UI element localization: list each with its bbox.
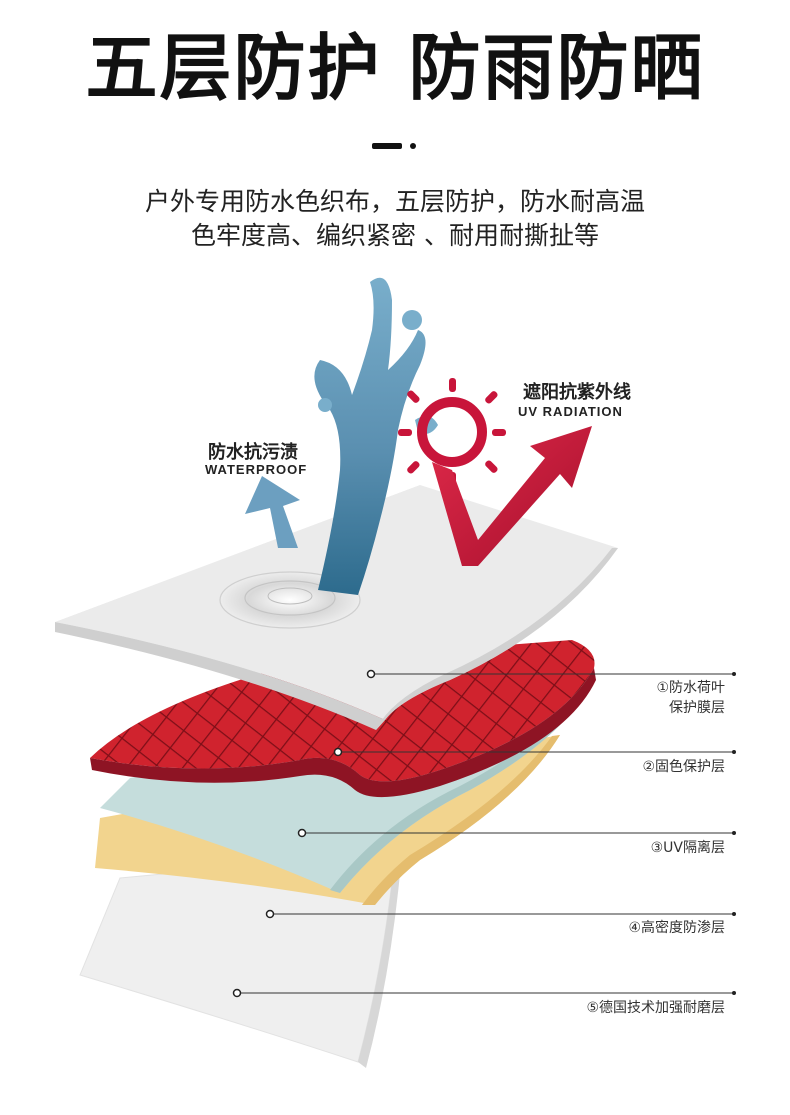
waterproof-label-en: WATERPROOF	[205, 462, 308, 477]
layer-label-5: ⑤德国技术加强耐磨层	[586, 1000, 725, 1016]
uv-label-en: UV RADIATION	[518, 404, 623, 419]
sun-icon	[398, 378, 506, 486]
title-divider-dash	[372, 143, 402, 149]
uv-reflect-arrow-icon	[432, 426, 592, 566]
leader-endpoints	[232, 669, 736, 998]
waterproof-label: 防水抗污渍	[208, 442, 298, 463]
layer-label-2: ②固色保护层	[642, 759, 725, 775]
layer-label-4: ④高密度防渗层	[628, 920, 725, 936]
layer-5-abrasion	[79, 851, 402, 1068]
waterproof-arrow-icon	[245, 476, 300, 548]
layer-label-1: ①防水荷叶 保护膜层	[656, 680, 725, 716]
uv-label: 遮阳抗紫外线	[523, 382, 631, 403]
subtitle-line-2: 色牢度高、编织紧密 、耐用耐撕扯等	[191, 221, 599, 250]
title-divider-dot	[410, 143, 416, 149]
leader-lines	[237, 673, 734, 994]
page-title: 五层防护 防雨防晒	[85, 26, 705, 110]
subtitle-line-1: 户外专用防水色织布，五层防护，防水耐高温	[144, 187, 645, 216]
layer-label-3: ③UV隔离层	[650, 840, 725, 856]
